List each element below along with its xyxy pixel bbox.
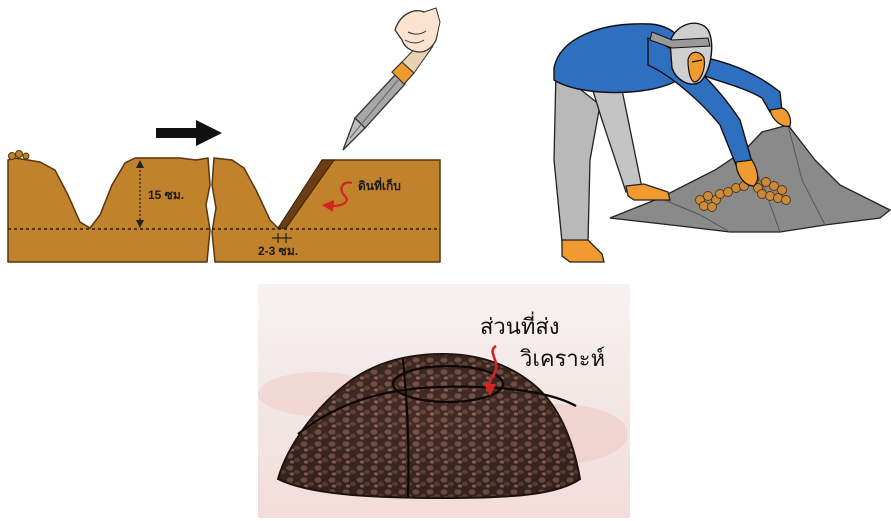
shoe-right (626, 184, 670, 200)
soil-pile-quartering-photo: ส่วนที่ส่ง วิเคราะห์ (258, 284, 630, 518)
person-mixing-soil-illustration (540, 10, 891, 270)
right-arrow-icon (156, 120, 222, 146)
shovel-icon (343, 8, 440, 150)
trousers-left-leg (554, 70, 600, 242)
collected-soil-label: ดินที่เก็บ (358, 177, 401, 193)
depth-label: 15 ซม. (148, 188, 184, 202)
soil-block-left (8, 158, 210, 262)
hand-back (770, 108, 791, 126)
soil-sampling-diagram: 15 ซม. 2-3 ซม. ดินที่เก็บ (0, 0, 450, 275)
soil-pile-svg: ส่วนที่ส่ง วิเคราะห์ (258, 284, 630, 518)
soil-block-right (212, 158, 440, 262)
annotation-line-1: ส่วนที่ส่ง (480, 311, 560, 340)
person-mixing-svg (540, 10, 891, 270)
slice-width-label: 2-3 ซม. (258, 244, 298, 258)
annotation-line-2: วิเคราะห์ (519, 347, 605, 372)
soil-cross-section-svg: 15 ซม. 2-3 ซม. ดินที่เก็บ (0, 0, 450, 275)
shoe-left (562, 240, 604, 262)
